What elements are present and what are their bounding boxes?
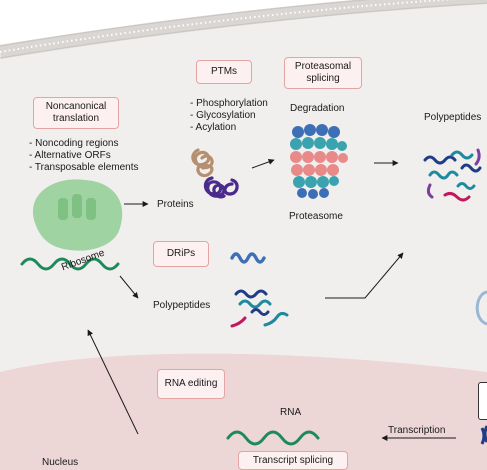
arrows: [87, 159, 456, 441]
arrow-proteins-proteasome: [251, 159, 275, 169]
transcription-label: Transcription: [388, 425, 446, 436]
noncanonical-sources-list: - Noncoding regions - Alternative ORFs -…: [29, 138, 139, 174]
protein-tangle: [191, 148, 239, 199]
arrow-polypeptides-up: [325, 252, 404, 299]
noncanonical-line2: translation: [52, 113, 100, 124]
arrow-ribosome-polypeptides: [119, 275, 139, 299]
transcript-splicing-box: Transcript splicing: [238, 451, 348, 470]
list-item: - Alternative ORFs: [29, 150, 111, 161]
proteasomal-splicing-line2: splicing: [306, 73, 340, 84]
proteasome: [290, 124, 348, 199]
ribosome: [20, 179, 123, 271]
noncanonical-translation-box: Noncanonical translation: [33, 97, 119, 129]
polypeptides-middle: [230, 289, 289, 328]
noncanonical-line1: Noncanonical: [45, 101, 107, 112]
ptm-types-list: - Phosphorylation - Glycosylation - Acyl…: [190, 98, 268, 134]
dna-edge: [480, 425, 487, 445]
rna-strand: [226, 430, 320, 446]
nucleus-label: Nucleus: [42, 457, 79, 468]
vesicle-edge: [475, 290, 487, 326]
rna-editing-label: RNA editing: [164, 378, 218, 389]
list-item: - Noncoding regions: [29, 138, 119, 149]
list-item: - Acylation: [190, 122, 237, 133]
cell-membrane: [0, 0, 487, 59]
proteins-label: Proteins: [157, 199, 194, 210]
rna-label: RNA: [280, 407, 302, 418]
degradation-label: Degradation: [290, 103, 345, 114]
transcript-splicing-label: Transcript splicing: [252, 454, 334, 466]
drips-label: DRiPs: [166, 248, 196, 259]
proteasomal-splicing-box: Proteasomal splicing: [284, 57, 362, 89]
ptms-label: PTMs: [210, 66, 238, 77]
ptms-box: PTMs: [196, 60, 252, 84]
proteasomal-splicing-line1: Proteasomal: [294, 61, 352, 72]
polypeptides-middle-label: Polypeptides: [153, 300, 211, 311]
list-item: - Phosphorylation: [190, 98, 268, 109]
list-item: - Transposable elements: [29, 162, 139, 173]
polypeptides-right: [423, 148, 482, 202]
drips-box: DRiPs: [153, 241, 209, 267]
arrow-nucleus-ribosome: [87, 329, 139, 435]
nucleus: [0, 353, 487, 470]
list-item: - Glycosylation: [190, 110, 256, 121]
cropped-box-edge: [478, 382, 487, 420]
drips-squiggle: [230, 252, 266, 264]
proteasome-label: Proteasome: [289, 211, 343, 222]
rna-editing-box: RNA editing: [157, 369, 225, 399]
polypeptides-right-label: Polypeptides: [424, 112, 482, 123]
